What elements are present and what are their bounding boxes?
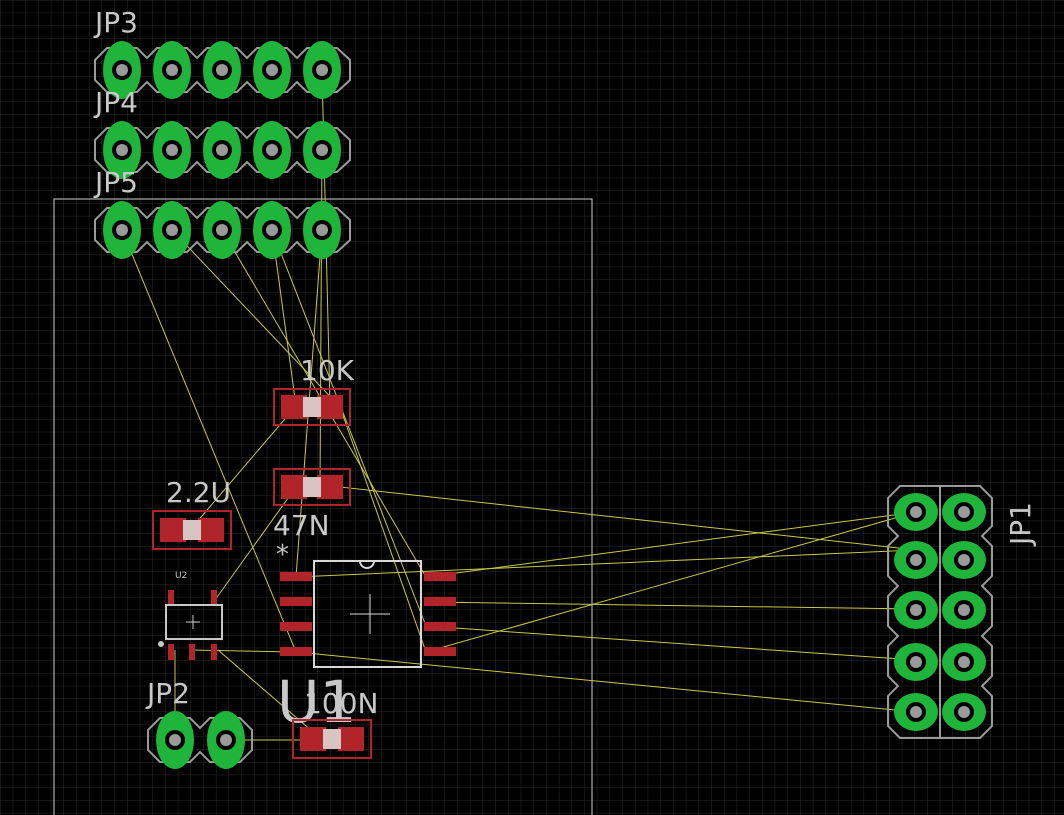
label-2u2: 2.2U	[166, 476, 231, 509]
label-jp1: JP1	[1004, 502, 1037, 547]
label-47n: 47N	[273, 509, 330, 542]
capacitor-2u2[interactable]: 2.2U	[152, 476, 232, 550]
label-10k: 10K	[300, 354, 355, 387]
resistor-10k[interactable]: 10K	[273, 354, 355, 426]
label-u2: U2	[175, 571, 187, 581]
ic-u1[interactable]: * U1	[276, 540, 456, 736]
label-jp3: JP3	[93, 6, 138, 39]
label-100n: 100N	[304, 687, 378, 720]
header-jp2[interactable]: JP2	[145, 677, 253, 769]
label-jp4: JP4	[93, 86, 138, 119]
label-u1: U1	[277, 668, 356, 736]
capacitor-100n[interactable]: 100N	[292, 687, 378, 759]
capacitor-47n[interactable]: 47N	[273, 468, 351, 542]
board-outline	[53, 198, 593, 815]
regulator-u2[interactable]: U2	[158, 571, 223, 660]
pin1-marker: *	[276, 540, 289, 570]
header-jp1[interactable]: JP1	[887, 485, 1037, 739]
header-jp4[interactable]: JP4	[93, 86, 351, 179]
label-jp2: JP2	[145, 677, 190, 710]
label-jp5: JP5	[93, 166, 138, 199]
header-jp3[interactable]: JP3	[93, 6, 351, 99]
header-jp5[interactable]: JP5	[93, 166, 351, 259]
